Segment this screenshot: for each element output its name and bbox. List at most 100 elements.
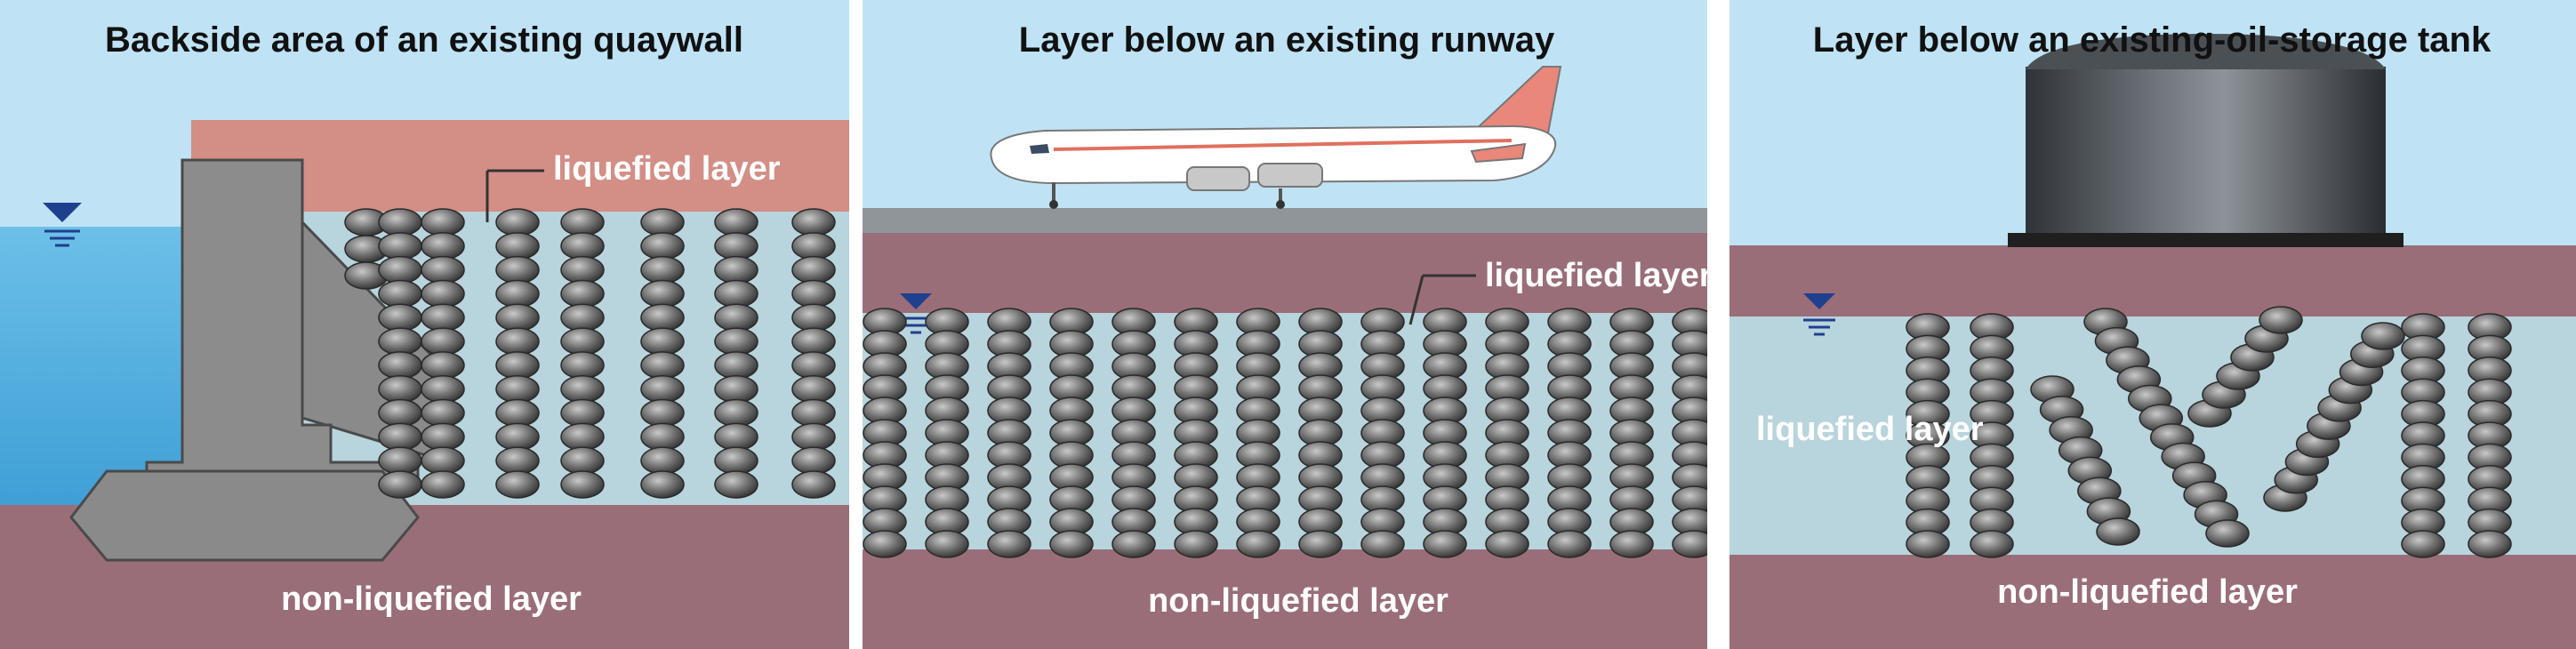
column-segment bbox=[421, 255, 465, 284]
column-segment bbox=[560, 351, 605, 380]
column-segment bbox=[714, 255, 758, 284]
column-segment bbox=[1236, 530, 1280, 558]
nonliquefied-layer bbox=[863, 549, 1707, 649]
column-segment bbox=[2205, 519, 2250, 548]
column-segment bbox=[421, 208, 465, 236]
column-segment bbox=[640, 208, 685, 236]
column-segment bbox=[714, 208, 758, 236]
compaction-columns bbox=[1906, 306, 2512, 558]
column-segment bbox=[2468, 530, 2512, 558]
column-segment bbox=[421, 374, 465, 404]
column-segment bbox=[1547, 530, 1592, 558]
column-segment bbox=[640, 351, 685, 380]
column-segment bbox=[378, 208, 422, 236]
column-segment bbox=[1970, 530, 2014, 558]
column-segment bbox=[714, 303, 758, 333]
column-segment bbox=[791, 351, 836, 380]
column-segment bbox=[714, 398, 758, 428]
column-segment bbox=[791, 232, 836, 260]
panel-divider bbox=[849, 0, 863, 649]
column-segment bbox=[560, 374, 605, 404]
liquefied-label: liquefied layer bbox=[1485, 257, 1713, 294]
column-segment bbox=[421, 398, 465, 428]
column-segment bbox=[714, 327, 758, 356]
column-segment bbox=[495, 232, 540, 260]
column-segment bbox=[378, 422, 422, 452]
panel-divider bbox=[1707, 0, 1729, 649]
compaction-columns bbox=[344, 208, 836, 499]
column-segment bbox=[495, 255, 540, 284]
column-segment bbox=[863, 530, 907, 558]
column-segment bbox=[2096, 517, 2140, 546]
liquefied-label: liquefied layer bbox=[1756, 411, 1984, 448]
column-segment bbox=[421, 327, 465, 356]
column-segment bbox=[495, 303, 540, 333]
column-segment bbox=[378, 446, 422, 475]
column-segment bbox=[560, 208, 605, 236]
column-segment bbox=[560, 446, 605, 475]
column-segment bbox=[1360, 530, 1405, 558]
column-segment bbox=[560, 422, 605, 452]
column-segment bbox=[925, 530, 969, 558]
column-segment bbox=[495, 208, 540, 236]
column-segment bbox=[791, 208, 836, 236]
column-segment bbox=[714, 232, 758, 260]
column-segment bbox=[560, 398, 605, 428]
column-segment bbox=[378, 232, 422, 260]
column-segment bbox=[791, 470, 836, 499]
nonliquefied-label: non-liquefied layer bbox=[281, 581, 582, 618]
column-segment bbox=[791, 422, 836, 452]
column-segment bbox=[1111, 530, 1156, 558]
water-level-icon bbox=[43, 203, 82, 247]
column-segment bbox=[378, 470, 422, 499]
column-segment bbox=[791, 446, 836, 475]
panel-title: Layer below an existing runway bbox=[1019, 20, 1555, 60]
column-segment bbox=[640, 255, 685, 284]
column-segment bbox=[421, 232, 465, 260]
column-segment bbox=[987, 530, 1031, 558]
column-segment bbox=[640, 232, 685, 260]
column-segment bbox=[2401, 530, 2445, 558]
column-segment bbox=[378, 374, 422, 404]
column-segment bbox=[714, 446, 758, 475]
column-segment bbox=[791, 327, 836, 356]
column-segment bbox=[640, 470, 685, 499]
column-segment bbox=[495, 327, 540, 356]
column-segment bbox=[421, 303, 465, 333]
column-segment bbox=[378, 398, 422, 428]
column-segment bbox=[714, 374, 758, 404]
column-segment bbox=[791, 303, 836, 333]
column-segment bbox=[421, 446, 465, 475]
nonliquefied-label: non-liquefied layer bbox=[1148, 582, 1448, 620]
column-segment bbox=[791, 255, 836, 284]
compaction-columns bbox=[863, 308, 1716, 558]
column-segment bbox=[378, 279, 422, 308]
column-segment bbox=[421, 470, 465, 499]
column-segment bbox=[640, 327, 685, 356]
column-segment bbox=[560, 232, 605, 260]
panel-oil-tank: Layer below an existing-oil-storage tank… bbox=[1729, 0, 2576, 649]
upper-soil-layer bbox=[1729, 245, 2576, 318]
column-segment bbox=[378, 255, 422, 284]
column-segment bbox=[640, 303, 685, 333]
column-segment bbox=[1174, 530, 1218, 558]
airplane-icon bbox=[990, 66, 1562, 209]
column-segment bbox=[714, 422, 758, 452]
column-segment bbox=[421, 279, 465, 308]
runway-pavement bbox=[863, 208, 1707, 233]
column-segment bbox=[560, 327, 605, 356]
panel-title: Backside area of an existing quaywall bbox=[105, 20, 743, 60]
column-segment bbox=[495, 279, 540, 308]
column-segment bbox=[714, 470, 758, 499]
column-segment bbox=[1423, 530, 1467, 558]
column-segment bbox=[640, 422, 685, 452]
column-segment bbox=[640, 374, 685, 404]
panel-runway: Layer below an existing runway liquefied… bbox=[863, 0, 1716, 649]
column-segment bbox=[1049, 530, 1094, 558]
column-segment bbox=[560, 255, 605, 284]
column-segment bbox=[1298, 530, 1343, 558]
column-segment bbox=[495, 398, 540, 428]
column-segment bbox=[560, 303, 605, 333]
